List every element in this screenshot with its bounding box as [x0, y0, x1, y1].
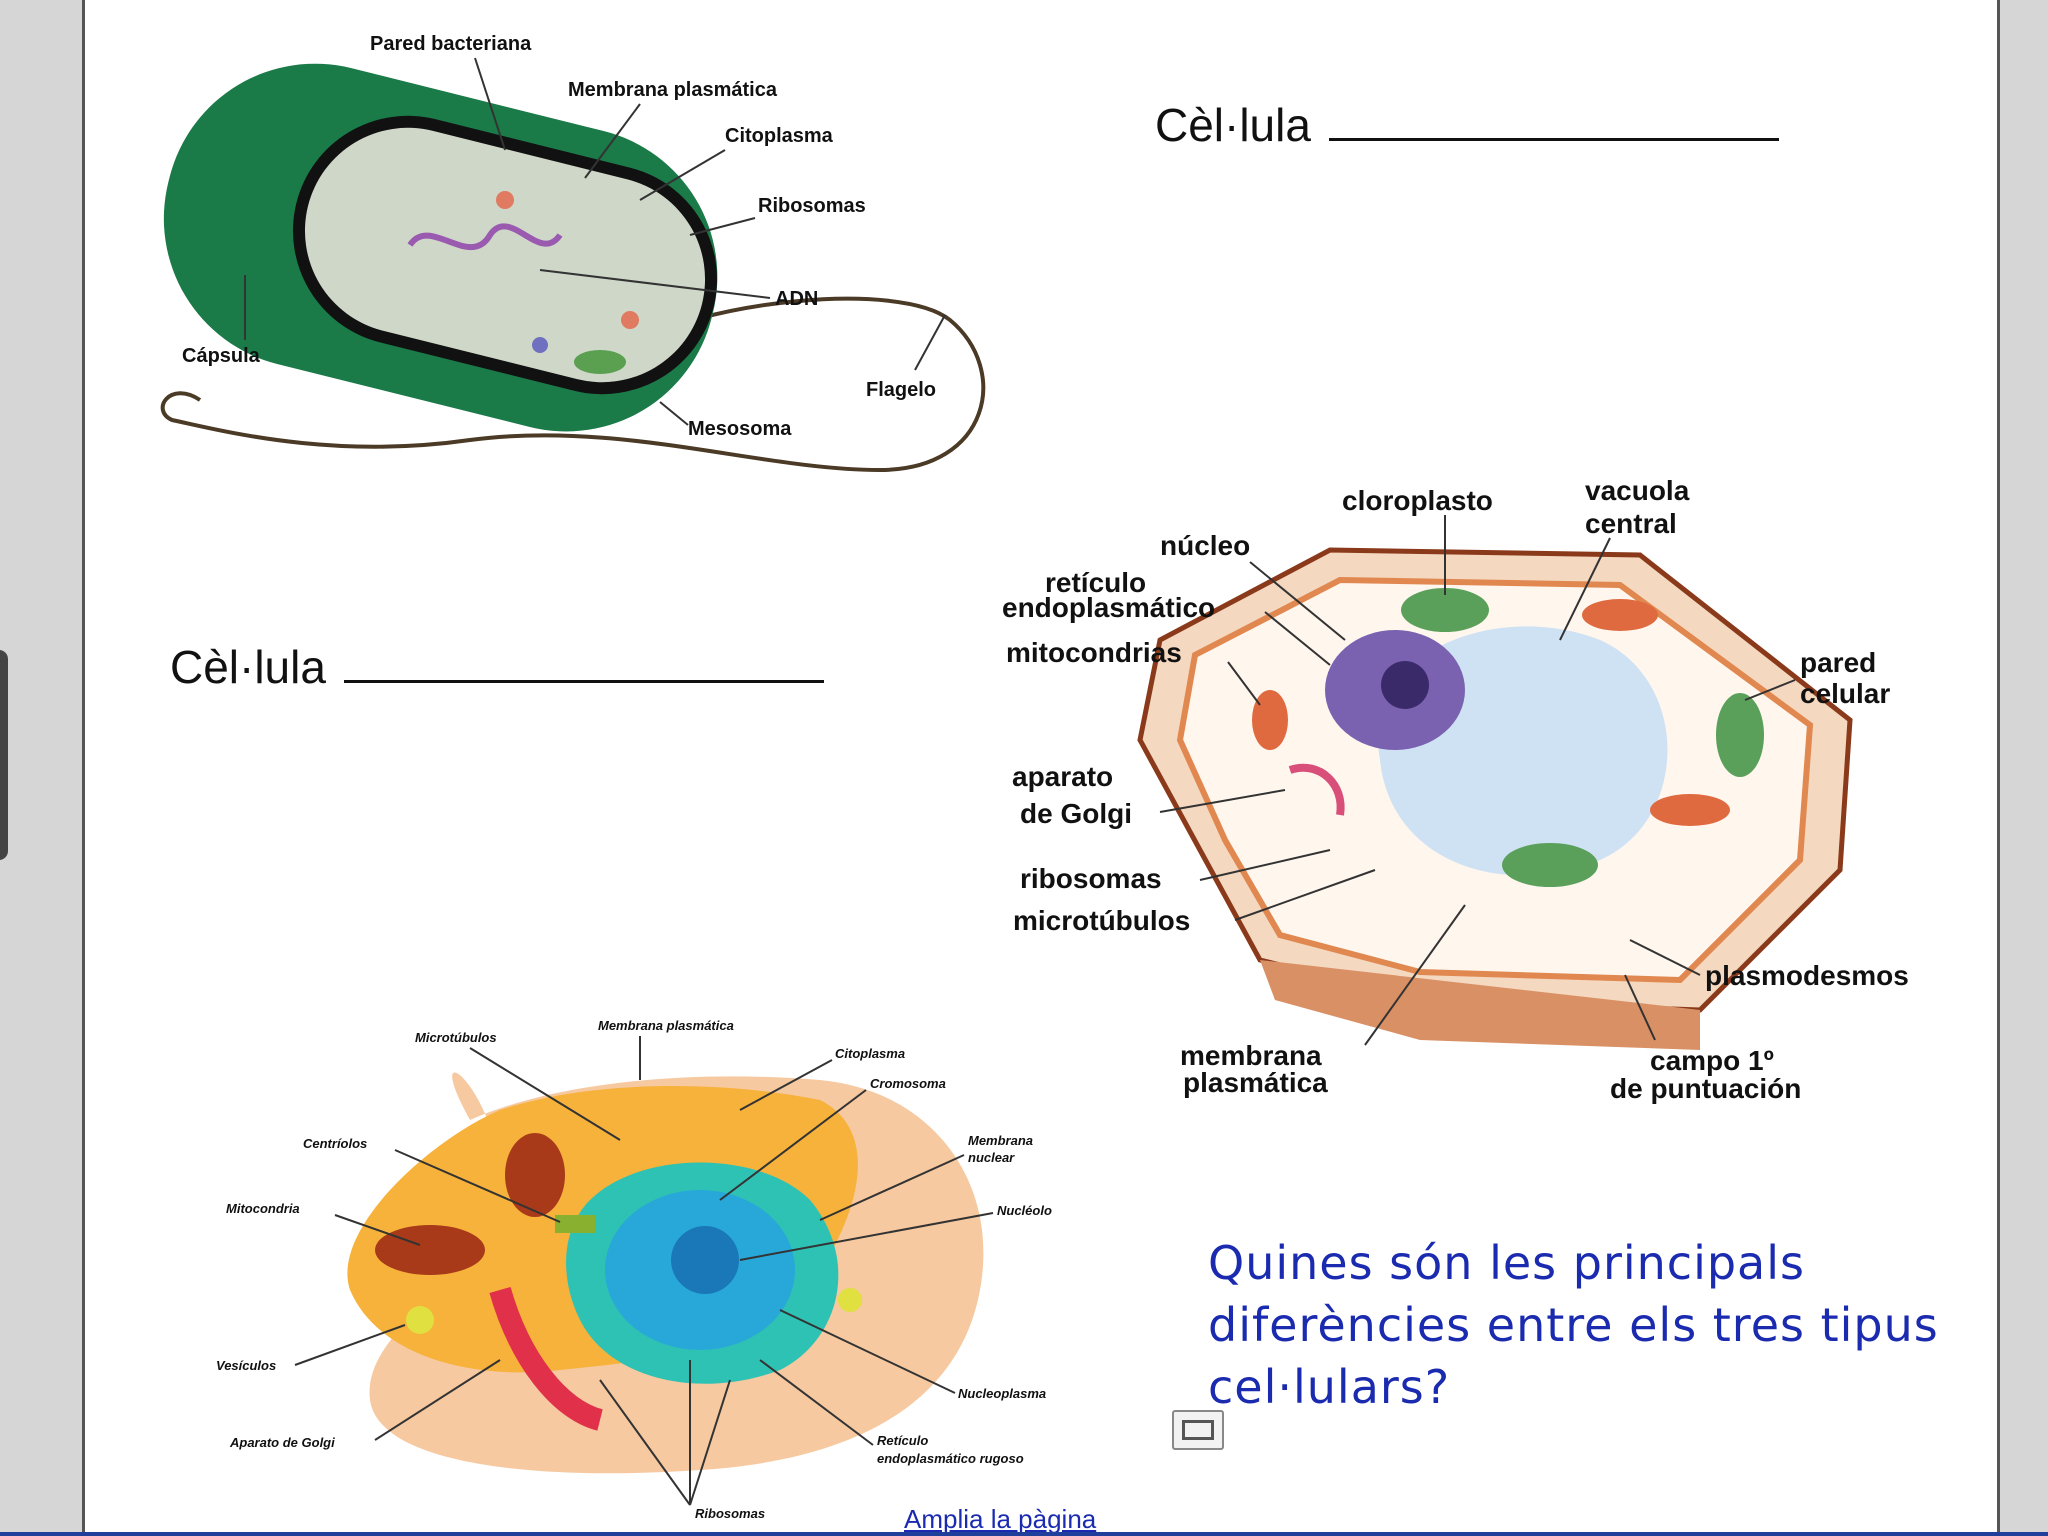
label-nucleolo: Nucléolo	[997, 1203, 1052, 1218]
chloroplast-shape	[1502, 843, 1598, 887]
cell-heading-middle-left: Cèl·lula	[170, 640, 824, 694]
bottom-border-bar	[0, 1532, 2048, 1536]
label-nucleoplasma: Nucleoplasma	[958, 1386, 1046, 1401]
label-aparato-de-golgi: Aparato de Golgi	[229, 1435, 335, 1450]
ribosome-dot	[532, 337, 548, 353]
label-central: central	[1585, 508, 1677, 539]
vesicle-shape	[838, 1288, 862, 1312]
golgi-shape	[1288, 763, 1345, 816]
label-membrana: Membrana	[968, 1133, 1033, 1148]
dna-shape	[407, 223, 563, 251]
label-flagelo: Flagelo	[866, 379, 936, 401]
label-membrana-plasmatica: Membrana plasmática	[568, 79, 778, 101]
golgi-shape	[489, 1286, 604, 1431]
label-nucleo: núcleo	[1160, 530, 1250, 561]
bacteria-diagram: Pared bacteriana Membrana plasmática Cit…	[160, 33, 986, 473]
nucleolus-shape	[1381, 661, 1429, 709]
plant-cell-diagram: cloroplasto vacuola central núcleo retíc…	[1002, 475, 1909, 1104]
answer-blank-middle-left[interactable]	[343, 650, 824, 683]
label-membrana: membrana	[1180, 1040, 1322, 1071]
label-campo: campo 1º	[1650, 1045, 1774, 1076]
label-ribosomas: ribosomas	[1020, 863, 1162, 894]
label-citoplasma: Citoplasma	[725, 125, 834, 147]
vesicle-shape	[406, 1306, 434, 1334]
mitochondria-shape	[375, 1225, 485, 1275]
label-endoplasmatico: endoplasmático	[1002, 592, 1215, 623]
label-de-golgi: de Golgi	[1020, 798, 1132, 829]
label-plasmatica: plasmática	[1183, 1067, 1328, 1098]
ribosome-dot	[496, 191, 514, 209]
chloroplast-shape	[1716, 693, 1764, 777]
label-centriolos: Centríolos	[303, 1136, 367, 1151]
answer-blank-top-right[interactable]	[1328, 108, 1779, 141]
label-ribosomas: Ribosomas	[695, 1506, 765, 1521]
cytoplasm-shape	[304, 127, 706, 383]
mesosome-shape	[574, 350, 626, 374]
animal-cell-diagram: Microtúbulos Membrana plasmática Citopla…	[216, 1018, 1052, 1521]
mitochondria-shape	[1650, 794, 1730, 826]
label-adn: ADN	[775, 288, 818, 310]
label-reticulo: retículo	[1045, 567, 1146, 598]
label-vacuola: vacuola	[1585, 475, 1690, 506]
centriole-shape	[555, 1215, 595, 1233]
label-capsula: Cápsula	[182, 345, 261, 367]
mitochondria-shape	[505, 1133, 565, 1217]
label-endoplasmatico-rugoso: endoplasmático rugoso	[877, 1451, 1024, 1466]
chloroplast-shape	[1401, 588, 1489, 632]
mitochondria-shape	[1252, 690, 1288, 750]
flagellum-shape	[160, 296, 986, 473]
cell-wall-side-shape	[1260, 960, 1700, 1050]
mitochondria-shape	[1582, 599, 1658, 631]
label-de-puntuacion: de puntuación	[1610, 1073, 1801, 1104]
label-aparato: aparato	[1012, 761, 1113, 792]
label-microtubulos: Microtúbulos	[415, 1030, 497, 1045]
label-mitocondrias: mitocondrias	[1006, 637, 1182, 668]
label-nuclear: nuclear	[968, 1150, 1015, 1165]
label-plasmodesmos: plasmodesmos	[1705, 960, 1909, 991]
side-scroll-handle[interactable]	[0, 650, 8, 860]
label-vesiculos: Vesículos	[216, 1358, 276, 1373]
label-microtubulos: microtúbulos	[1013, 905, 1190, 936]
label-citoplasma: Citoplasma	[835, 1046, 905, 1061]
label-ribosomas: Ribosomas	[758, 195, 866, 217]
label-mitocondria: Mitocondria	[226, 1201, 300, 1216]
label-cromosoma: Cromosoma	[870, 1076, 946, 1091]
nucleolus-shape	[671, 1226, 739, 1294]
cell-heading-top-right: Cèl·lula	[1155, 98, 1779, 152]
label-reticulo: Retículo	[877, 1433, 928, 1448]
ribosome-dot	[621, 311, 639, 329]
label-celular: celular	[1800, 678, 1890, 709]
label-cloroplasto: cloroplasto	[1342, 485, 1493, 516]
question-text: Quines són les principals diferències en…	[1208, 1236, 1939, 1414]
expand-page-icon[interactable]	[1172, 1410, 1224, 1450]
label-pared-bacteriana: Pared bacteriana	[370, 33, 532, 55]
label-mesosoma: Mesosoma	[688, 418, 792, 440]
label-membrana-plasmatica: Membrana plasmática	[598, 1018, 734, 1033]
label-pared: pared	[1800, 647, 1876, 678]
enlarge-page-link[interactable]: Amplia la pàgina	[904, 1504, 1097, 1534]
